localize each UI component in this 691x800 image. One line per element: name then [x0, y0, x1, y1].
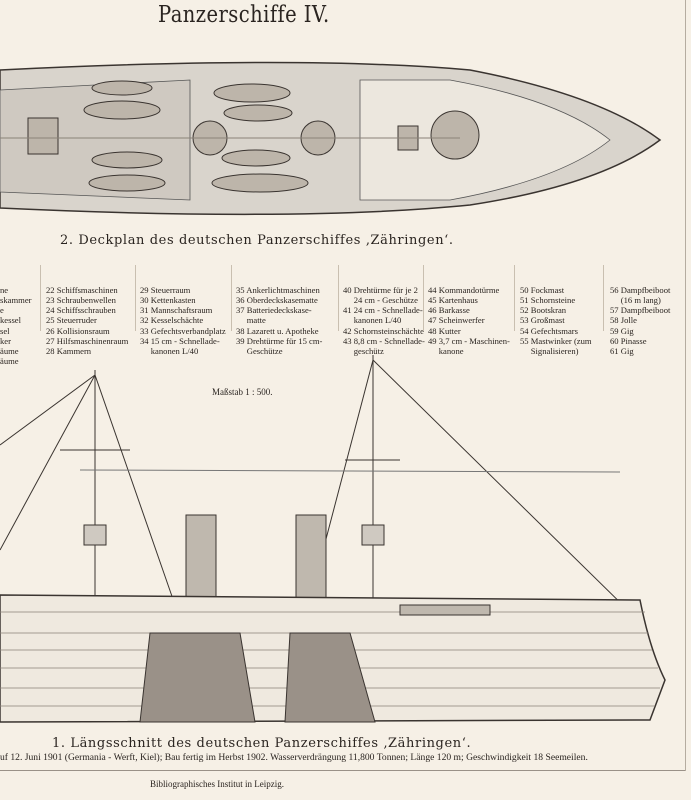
legend-item: 24 cm - Geschütze: [343, 295, 418, 306]
legend-item: 31 Mannschaftsraum: [140, 305, 213, 316]
legend-item: 44 Kommandotürme: [428, 285, 500, 296]
legend-item: 26 Kollisionsraum: [46, 325, 110, 336]
side-view-caption: 1. Längsschnitt des deutschen Panzerschi…: [52, 736, 472, 751]
legend-item: 59 Gig: [610, 325, 634, 336]
legend-item: e: [0, 305, 4, 316]
legend-item: 23 Schraubenwellen: [46, 295, 116, 306]
divider: [423, 265, 424, 331]
legend-item: 35 Ankerlichtmaschinen: [236, 285, 320, 296]
legend-item: (16 m lang): [610, 295, 661, 306]
legend-item: Signalisieren): [520, 345, 579, 356]
divider: [514, 265, 515, 331]
legend-item: 53 Großmast: [520, 315, 565, 326]
legend-item: 56 Dampfbeiboot: [610, 285, 671, 296]
divider: [40, 265, 41, 331]
ship-info: uf 12. Juni 1901 (Germania - Werft, Kiel…: [0, 752, 588, 763]
legend-item: kanonen L/40: [140, 345, 199, 356]
legend-item: 55 Mastwinker (zum: [520, 335, 592, 346]
legend-item: kessel: [0, 315, 22, 326]
legend-item: 58 Jolle: [610, 315, 637, 326]
legend-item: sel: [0, 325, 10, 336]
legend-item: 50 Fockmast: [520, 285, 565, 296]
divider: [685, 0, 686, 771]
legend-item: 45 Kartenhaus: [428, 295, 478, 306]
legend-item: 37 Batteriedeckskase-: [236, 305, 312, 316]
legend-item: 38 Lazarett u. Apotheke: [236, 325, 319, 336]
legend-item: ker: [0, 335, 11, 346]
page-title: Panzerschiffe IV.: [158, 2, 330, 28]
legend-item: 22 Schiffsmaschinen: [46, 285, 118, 296]
legend-item: 52 Bootskran: [520, 305, 567, 316]
legend-item: Geschütze: [236, 345, 283, 356]
legend-item: 61 Gig: [610, 345, 634, 356]
legend-column: 56 Dampfbeiboot (16 m lang)57 Dampfbeibo…: [610, 265, 670, 366]
legend-item: 34 15 cm - Schnellade-: [140, 335, 220, 346]
legend-item: 39 Drehtürme für 15 cm-: [236, 335, 323, 346]
legend-item: 46 Barkasse: [428, 305, 470, 316]
legend-item: 33 Gefechtsverbandplatz: [140, 325, 226, 336]
legend-item: 48 Kutter: [428, 325, 461, 336]
legend-item: 24 Schiffsschrauben: [46, 305, 116, 316]
legend-item: 42 Schornsteinschächte: [343, 325, 424, 336]
legend-item: 54 Gefechtsmars: [520, 325, 578, 336]
legend-item: 49 3,7 cm - Maschinen-: [428, 335, 510, 346]
legend-item: 41 24 cm - Schnellade-: [343, 305, 423, 316]
deck-plan-caption: 2. Deckplan des deutschen Panzerschiffes…: [60, 233, 454, 248]
legend-item: 60 Pinasse: [610, 335, 647, 346]
divider: [338, 265, 339, 331]
legend-item: kanone: [428, 345, 464, 356]
legend-item: 25 Steuerruder: [46, 315, 97, 326]
divider: [603, 265, 604, 331]
legend-item: äume: [0, 345, 19, 356]
legend-item: geschütz: [343, 345, 384, 356]
legend-item: 36 Oberdeckskasematte: [236, 295, 318, 306]
legend-item: 51 Schornsteine: [520, 295, 576, 306]
legend-item: 27 Hilfsmaschinenraum: [46, 335, 129, 346]
legend-item: 43 8,8 cm - Schnellade-: [343, 335, 425, 346]
legend-item: 40 Drehtürme für je 2: [343, 285, 418, 296]
deck-plan-drawing: [0, 61, 662, 216]
legend-item: skammer: [0, 295, 32, 306]
scale-label: Maßstab 1 : 500.: [212, 387, 273, 397]
divider: [135, 265, 136, 331]
legend-item: 30 Kettenkasten: [140, 295, 196, 306]
legend-item: kanonen L/40: [343, 315, 402, 326]
divider: [0, 770, 685, 771]
legend-item: äume: [0, 355, 19, 366]
legend-item: matte: [236, 315, 266, 326]
side-view-drawing: [0, 355, 666, 723]
divider: [231, 265, 232, 331]
legend-item: 28 Kammern: [46, 345, 92, 356]
legend-item: 57 Dampfbeiboot: [610, 305, 671, 316]
publisher: Bibliographisches Institut in Leipzig.: [150, 779, 284, 789]
legend-item: 47 Scheinwerfer: [428, 315, 485, 326]
legend-item: ne: [0, 285, 9, 296]
legend-item: 32 Kesselschächte: [140, 315, 204, 326]
legend-item: 29 Steuerraum: [140, 285, 191, 296]
